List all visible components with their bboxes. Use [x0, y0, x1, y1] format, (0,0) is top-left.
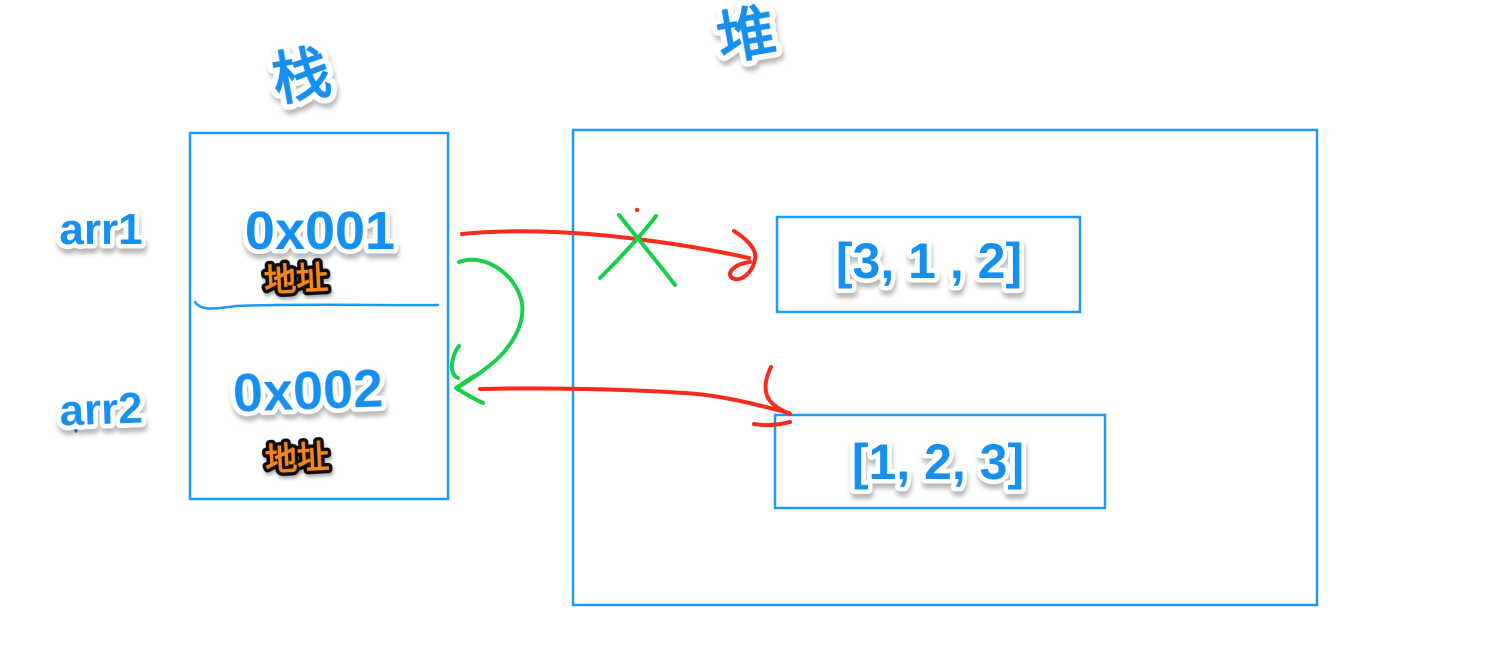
arr2-pointer-arrowhead — [763, 365, 792, 416]
cross-out-x-stroke-1 — [617, 213, 677, 287]
stack-title: 栈 — [267, 39, 335, 113]
address-note-1: 地址 — [263, 259, 329, 298]
green-tick-mark — [449, 344, 461, 380]
stack-box — [188, 131, 450, 501]
stray-blue-dot — [74, 429, 78, 433]
heap-array-value-2: [1, 2, 3] — [852, 434, 1024, 490]
cross-out-x-stroke-2 — [598, 214, 658, 280]
heap-box — [571, 128, 1319, 607]
heap-array-box-1 — [775, 215, 1082, 314]
address-value-2: 0x002 — [232, 358, 384, 423]
address-value-1: 0x001 — [245, 201, 395, 261]
address-note-2: 地址 — [264, 438, 330, 477]
arr1-pointer-arrowhead — [728, 229, 758, 282]
variable-label-arr2: arr2 — [59, 384, 144, 436]
reassign-curve-arrowhead — [454, 374, 485, 405]
stray-red-dot — [634, 207, 640, 213]
reassign-curve-arrow-line — [455, 257, 525, 390]
arr1-pointer-arrow-line — [460, 229, 751, 260]
heap-title: 堆 — [712, 0, 780, 73]
heap-array-value-1: [3, 1 , 2] — [836, 233, 1022, 289]
variable-label-arr1: arr1 — [59, 205, 142, 254]
arr2-pointer-arrow-line — [478, 386, 791, 415]
heap-array-box-2 — [773, 413, 1107, 510]
stack-row-divider-line — [193, 300, 440, 310]
arr2-arrow-underline-dash — [752, 420, 792, 428]
